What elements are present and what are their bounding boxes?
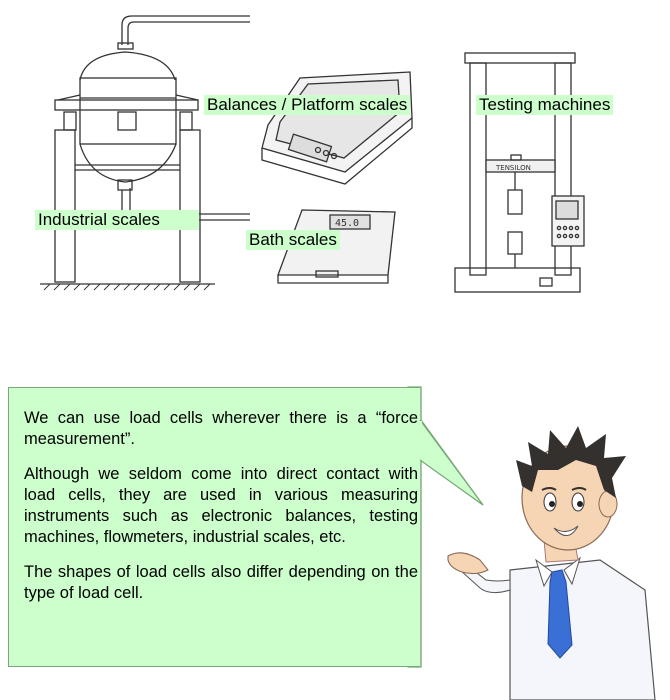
callout-paragraph-1: We can use load cells wherever there is …	[24, 409, 418, 448]
bath-scale-display: 45.0	[335, 218, 359, 229]
callout-text: We can use load cells wherever there is …	[24, 408, 418, 618]
testing-machine-drawing: TENSILON	[454, 52, 585, 293]
presenter-illustration	[447, 426, 656, 700]
instruments-illustration: 45.0 TENSILON	[40, 15, 585, 293]
label-balances: Balances / Platform scales	[204, 95, 411, 115]
callout-paragraph-2: Although we seldom come into direct cont…	[24, 465, 418, 546]
hand	[447, 552, 489, 575]
testing-machine-brand: TENSILON	[495, 164, 531, 172]
speech-bubble-tail	[418, 387, 484, 667]
hair	[516, 426, 626, 498]
balance-drawing	[261, 71, 413, 185]
speech-bubble-box	[8, 387, 420, 667]
callout-paragraph-3: The shapes of load cells also differ dep…	[24, 563, 418, 602]
shirt	[509, 559, 656, 700]
tie	[547, 569, 573, 659]
industrial-scale-drawing	[40, 15, 250, 291]
label-testing-machines: Testing machines	[476, 95, 614, 115]
label-bath-scales: Bath scales	[246, 230, 340, 250]
label-industrial-scales: Industrial scales	[35, 210, 199, 230]
